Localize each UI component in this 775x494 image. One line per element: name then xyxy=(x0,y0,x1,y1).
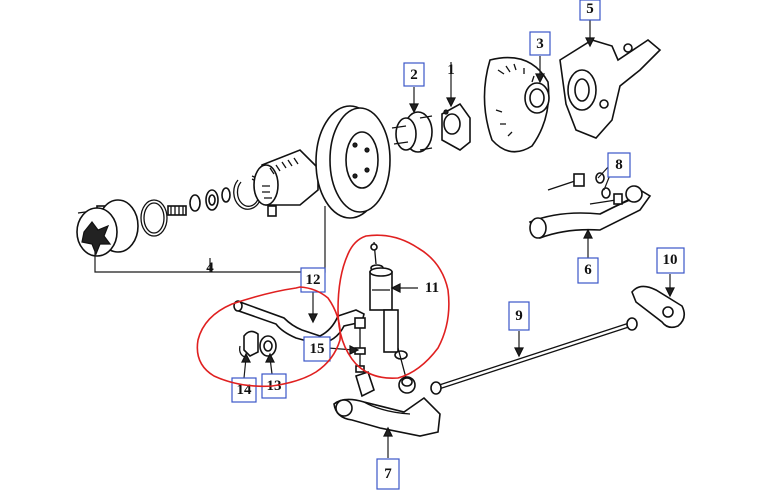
stabilizer-bushing xyxy=(259,335,277,357)
callout-2: 2 xyxy=(403,62,425,87)
stabilizer-bracket xyxy=(239,330,259,359)
callout-1-label: 1 xyxy=(447,62,455,78)
shock-highlight-circle xyxy=(337,234,450,380)
hub-lock-assembly: 4 xyxy=(76,149,326,276)
dust-shield xyxy=(483,56,550,153)
svg-text:2: 2 xyxy=(410,67,418,83)
steering-knuckle xyxy=(559,39,662,139)
callout-4-label: 4 xyxy=(206,260,214,276)
snap-ring xyxy=(140,199,168,237)
svg-text:10: 10 xyxy=(663,252,678,268)
callout-9: 9 xyxy=(508,301,530,331)
callout-3: 3 xyxy=(529,31,551,56)
callout-11-label: 11 xyxy=(425,280,439,296)
svg-text:8: 8 xyxy=(615,157,623,173)
callout-8: 8 xyxy=(607,152,631,178)
callout-10: 10 xyxy=(656,247,685,274)
svg-text:15: 15 xyxy=(310,341,325,357)
svg-text:12: 12 xyxy=(306,272,321,288)
adjuster-arm xyxy=(631,285,686,329)
callout-6: 6 xyxy=(577,257,599,284)
torsion-bar xyxy=(430,317,638,395)
callout-7: 7 xyxy=(376,458,400,490)
callout-14: 14 xyxy=(231,377,257,403)
callout-15: 15 xyxy=(303,336,331,362)
wheel-hub xyxy=(391,111,433,153)
washer xyxy=(221,187,231,203)
svg-text:7: 7 xyxy=(384,466,392,482)
spring xyxy=(167,205,187,216)
upper-control-arm xyxy=(528,185,652,239)
callout-12: 12 xyxy=(300,267,326,293)
arm-bolts xyxy=(547,172,623,205)
callout-5: 5 xyxy=(579,0,601,21)
bearing-flange xyxy=(441,102,471,151)
shock-absorber xyxy=(369,241,413,387)
svg-text:9: 9 xyxy=(515,308,523,324)
brake-rotor xyxy=(315,105,391,219)
hub-lock-cap xyxy=(76,199,139,257)
hub-body xyxy=(253,149,319,217)
svg-text:3: 3 xyxy=(536,36,544,52)
washer xyxy=(189,194,201,212)
lower-control-arm xyxy=(333,370,441,437)
svg-text:6: 6 xyxy=(584,262,592,278)
svg-text:5: 5 xyxy=(586,1,594,17)
stabilizer-highlight-circle xyxy=(196,286,342,388)
seal xyxy=(524,82,550,114)
